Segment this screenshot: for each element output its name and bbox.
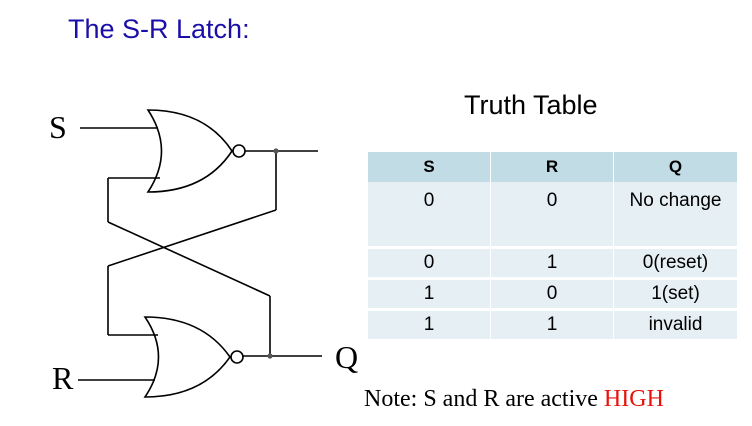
header-s: S (368, 152, 491, 182)
cell-s: 1 (368, 308, 491, 339)
table-row: 0 1 0(reset) (368, 246, 737, 279)
output-q-label: Q (335, 339, 359, 375)
cell-r: 1 (490, 308, 614, 339)
cell-r: 0 (490, 182, 614, 248)
nor-gate-bottom (143, 316, 231, 398)
inverter-bubble-bottom (230, 350, 244, 364)
cell-q: 1(set) (613, 277, 737, 310)
junction-top (273, 148, 279, 154)
note-text: Note: S and R are active HIGH (364, 386, 664, 413)
cell-r: 0 (490, 277, 614, 310)
cell-s: 0 (368, 246, 491, 279)
junction-bottom (267, 353, 273, 359)
truth-table-header-row: S R Q (368, 152, 737, 182)
input-r-label: R (52, 360, 74, 396)
table-row: 1 0 1(set) (368, 277, 737, 310)
note-prefix: Note: S and R are active (364, 386, 604, 412)
header-r: R (490, 152, 614, 182)
header-q: Q (613, 152, 737, 182)
cell-q: 0(reset) (613, 246, 737, 279)
nor-gate-top (146, 109, 233, 193)
cell-r: 1 (490, 246, 614, 279)
page-title: The S-R Latch: (68, 14, 250, 44)
cell-s: 1 (368, 277, 491, 310)
table-row: 1 1 invalid (368, 308, 737, 339)
table-row: 0 0 No change (368, 182, 737, 248)
truth-table-title: Truth Table (464, 90, 598, 120)
cell-q: invalid (613, 308, 737, 339)
cell-q: No change (613, 182, 737, 248)
cell-s: 0 (368, 182, 491, 248)
truth-table: S R Q 0 0 No change 0 1 0(reset) 1 0 1(s… (368, 152, 737, 339)
note-highlight: HIGH (603, 386, 664, 412)
inverter-bubble-top (232, 144, 246, 158)
input-s-label: S (49, 109, 67, 145)
